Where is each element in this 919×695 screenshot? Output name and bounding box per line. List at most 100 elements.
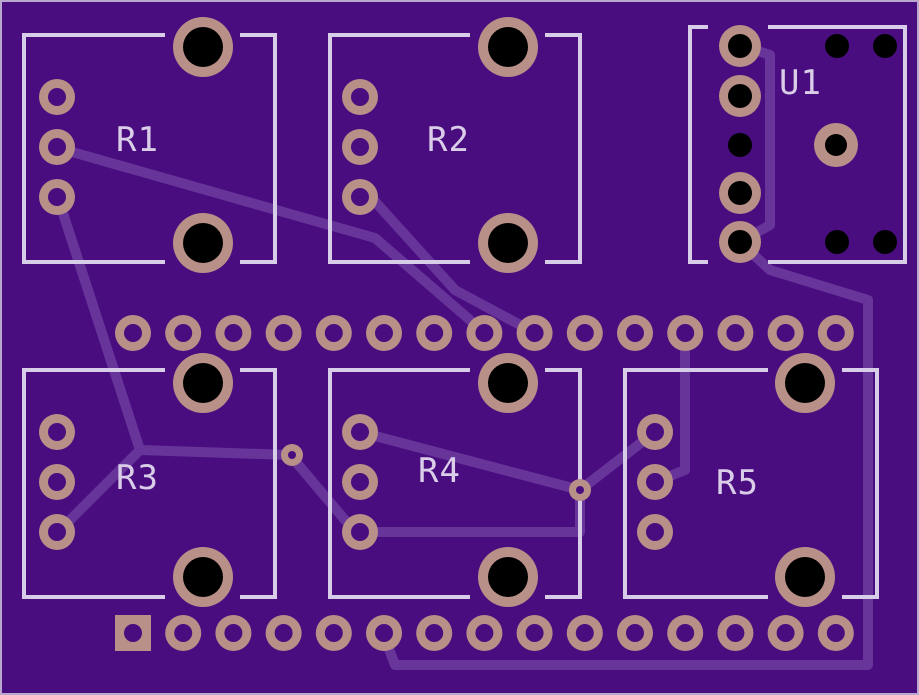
header-pin-hole <box>224 624 243 642</box>
header-pin-hole <box>124 324 142 342</box>
via-hole <box>288 451 296 459</box>
r2-outline <box>328 33 470 264</box>
u1-label: U1 <box>779 63 822 103</box>
u1-outline-left <box>688 25 708 264</box>
r2-mount-top-hole <box>488 27 528 67</box>
u1-outline-right <box>768 25 907 264</box>
header-pin-hole <box>124 624 142 642</box>
r5-outline-right <box>842 368 879 599</box>
header-pin-hole <box>676 324 695 342</box>
r3-outline <box>22 368 165 599</box>
header-pin-hole <box>224 324 243 342</box>
bottom-pin-header <box>115 615 854 651</box>
r1-pin1-hole <box>48 88 66 106</box>
u1-mount-hole-tr <box>873 34 897 58</box>
header-pin-hole <box>525 324 544 342</box>
u1-pin2-hole <box>728 84 752 108</box>
r5-label: R5 <box>716 463 759 503</box>
u1-nc-hole <box>728 133 752 157</box>
header-pin-hole <box>776 324 795 342</box>
header-pin-hole <box>375 624 393 642</box>
silkscreen-layer <box>22 25 907 599</box>
header-pin-hole <box>274 624 293 642</box>
trace-r2-to-header <box>355 180 540 338</box>
u1-pin1-hole <box>728 34 752 58</box>
u1-mount-hole-br <box>873 230 897 254</box>
trace-r3-wiper <box>53 445 145 537</box>
r4-mount-bottom-hole <box>488 557 528 597</box>
via-hole <box>576 486 584 494</box>
header-pin-hole <box>475 624 494 642</box>
r5-pin3-hole <box>646 523 664 541</box>
r4-pin2-hole <box>351 473 369 491</box>
header-pin-hole <box>174 624 193 642</box>
r5-pin2-hole <box>646 473 664 491</box>
r3-label: R3 <box>116 458 159 498</box>
header-pin-hole <box>726 324 745 342</box>
r3-mount-bottom-hole <box>183 557 223 597</box>
r4-pads <box>342 353 538 607</box>
r3-pads <box>39 353 233 607</box>
u1-mount-hole-bl <box>825 230 849 254</box>
u1-pads <box>719 25 897 263</box>
header-pin-hole <box>626 324 644 342</box>
r5-mount-top-hole <box>785 363 825 403</box>
r5-pin1-hole <box>646 423 664 441</box>
r2-label: R2 <box>427 120 470 160</box>
r2-pin3-hole <box>351 188 369 206</box>
header-pin-hole <box>776 624 795 642</box>
header-pin-hole <box>425 324 444 342</box>
r1-mount-bottom-hole <box>183 223 223 263</box>
r1-pin3-hole <box>48 188 66 206</box>
header-pin-hole <box>826 324 845 342</box>
r1-label: R1 <box>116 120 159 160</box>
header-pin-hole <box>626 624 644 642</box>
header-pin-hole <box>274 324 293 342</box>
r4-pin1-hole <box>351 423 369 441</box>
header-pin-hole <box>726 624 745 642</box>
u1-center-hole <box>825 134 847 156</box>
u1-mount-hole-tl <box>825 34 849 58</box>
header-pin-hole <box>475 324 494 342</box>
silkscreen-labels: R1 R2 R3 R4 R5 U1 <box>116 63 822 503</box>
r4-mount-top-hole <box>488 363 528 403</box>
r3-pin3-hole <box>48 523 66 541</box>
r5-outline <box>623 368 768 599</box>
header-pin-hole <box>324 324 343 342</box>
r3-mount-top-hole <box>183 363 223 403</box>
header-pin-hole <box>375 324 393 342</box>
header-pin-hole <box>575 624 594 642</box>
header-pin-hole <box>174 324 193 342</box>
trace-u1-to-bottom <box>378 237 873 670</box>
r4-label: R4 <box>418 451 461 491</box>
header-pin-hole <box>324 624 343 642</box>
r5-pads <box>637 353 835 607</box>
header-pin-hole <box>525 624 544 642</box>
r2-pin2-hole <box>351 138 369 156</box>
header-pin-hole <box>425 624 444 642</box>
r2-mount-bottom-hole <box>488 223 528 263</box>
r1-outline-right <box>240 33 277 264</box>
header-pin-hole <box>676 624 695 642</box>
header-pin-hole <box>826 624 845 642</box>
r1-mount-top-hole <box>183 27 223 67</box>
r5-mount-bottom-hole <box>785 557 825 597</box>
vias <box>281 444 591 501</box>
r4-outline <box>328 368 470 599</box>
top-pin-header <box>115 315 854 351</box>
u1-pin4-hole <box>728 181 752 205</box>
r2-pads <box>342 17 538 273</box>
pad-layer <box>39 17 897 607</box>
r1-pin2-hole <box>48 138 66 156</box>
r1-outline <box>22 33 165 264</box>
r2-outline-right <box>545 33 582 264</box>
u1-pin5-hole <box>728 230 752 254</box>
r3-pin1-hole <box>48 423 66 441</box>
r2-pin1-hole <box>351 88 369 106</box>
r1-pads <box>39 17 233 273</box>
header-pin-hole <box>575 324 594 342</box>
r3-pin2-hole <box>48 473 66 491</box>
r4-pin3-hole <box>351 523 369 541</box>
r3-outline-right <box>240 368 277 599</box>
